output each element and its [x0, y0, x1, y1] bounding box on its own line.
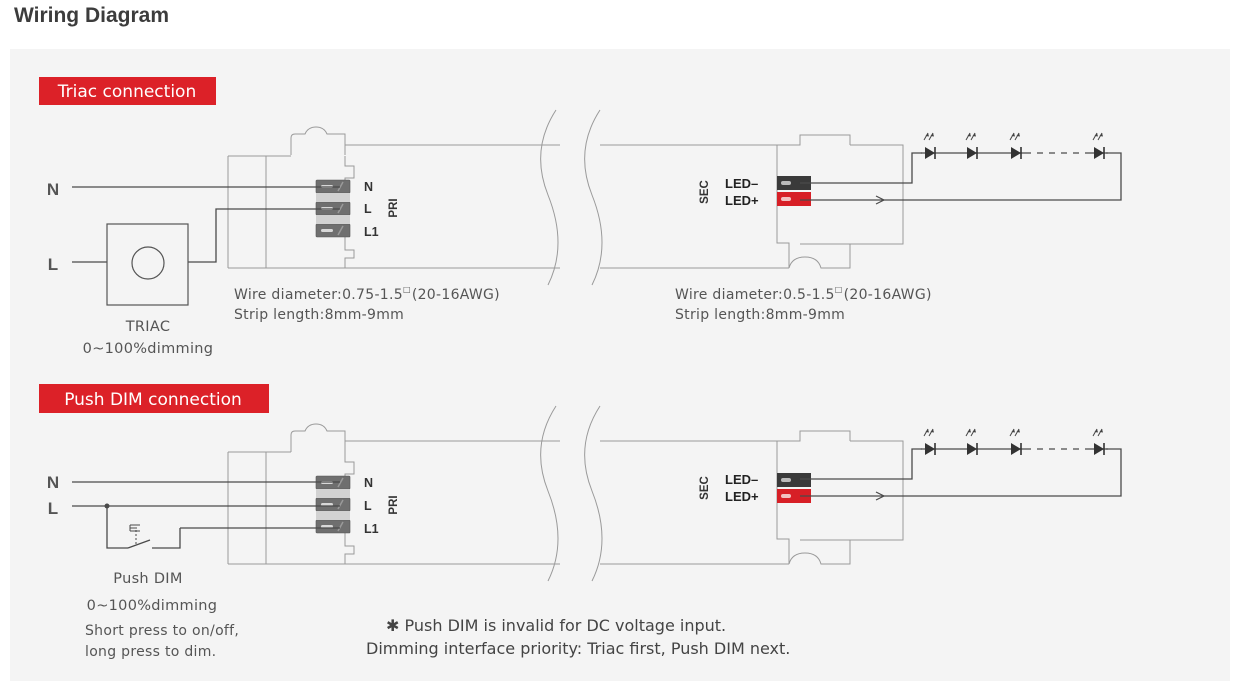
- sec-terminal-led-plus: LED+: [725, 489, 759, 504]
- led-string: [920, 428, 1109, 456]
- led-icon: [962, 428, 982, 456]
- pri-terminal-block: [315, 179, 351, 238]
- input-label-n: N: [47, 473, 59, 492]
- sec-wire-diameter: Wire diameter:0.5-1.5□(20-16AWG): [675, 285, 932, 303]
- led-icon: [1006, 132, 1026, 160]
- pri-terminal-block: [315, 475, 351, 534]
- triac-device: [106, 223, 189, 306]
- pushdim-label: Push DIM: [113, 571, 182, 587]
- led-icon: [920, 132, 940, 160]
- sec-terminal-led-minus: LED–: [725, 472, 758, 487]
- led-icon: [920, 428, 940, 456]
- sec-terminal-led-plus: LED+: [725, 193, 759, 208]
- sec-terminal-block: [777, 176, 811, 206]
- pushdim-badge-bg: [39, 384, 269, 413]
- input-label-l: L: [48, 255, 58, 274]
- input-label-l: L: [48, 499, 58, 518]
- page-title: Wiring Diagram: [14, 4, 169, 27]
- pri-terminal-l: L: [364, 499, 372, 513]
- input-label-n: N: [47, 180, 59, 199]
- diagram-panel: [10, 49, 1230, 681]
- triac-badge-bg: [39, 77, 216, 105]
- sec-terminal-led-minus: LED–: [725, 176, 758, 191]
- pri-terminal-n: N: [364, 476, 373, 490]
- led-icon: [962, 132, 982, 160]
- triac-sub: 0~100%dimming: [83, 341, 214, 357]
- pushdim-note-2: long press to dim.: [85, 644, 216, 660]
- sec-terminal-block: [777, 473, 811, 503]
- led-string: [920, 132, 1109, 160]
- pushdim-badge: Push DIM connection: [64, 390, 242, 410]
- led-icon: [1006, 428, 1026, 456]
- sec-strip-length: Strip length:8mm-9mm: [675, 307, 845, 323]
- pri-wire-diameter: Wire diameter:0.75-1.5□(20-16AWG): [234, 285, 500, 303]
- led-icon: [1089, 428, 1109, 456]
- driver-body: [227, 109, 904, 286]
- pushdim-note-1: Short press to on/off,: [85, 623, 239, 639]
- triac-knob-icon: [131, 246, 165, 280]
- sec-label: SEC: [699, 180, 711, 204]
- sec-label: SEC: [699, 476, 711, 500]
- triac-badge: Triac connection: [57, 82, 196, 102]
- note-priority: Dimming interface priority: Triac first,…: [366, 639, 790, 658]
- pri-label: PRI: [388, 495, 400, 514]
- pri-terminal-l1: L1: [364, 522, 379, 536]
- pri-terminal-n: N: [364, 180, 373, 194]
- pushdim-diagram: Push DIM connection N L: [39, 384, 1122, 660]
- triac-diagram: Triac connection N L: [39, 77, 1122, 357]
- pri-terminal-l: L: [364, 202, 372, 216]
- note-dc-invalid: ✱ Push DIM is invalid for DC voltage inp…: [386, 616, 726, 635]
- led-icon: [1089, 132, 1109, 160]
- pri-strip-length: Strip length:8mm-9mm: [234, 307, 404, 323]
- pri-terminal-l1: L1: [364, 225, 379, 239]
- driver-body: [227, 405, 904, 582]
- triac-label: TRIAC: [125, 319, 171, 335]
- pushdim-sub: 0~100%dimming: [87, 598, 218, 614]
- push-button-icon: [106, 506, 181, 549]
- pri-label: PRI: [388, 198, 400, 217]
